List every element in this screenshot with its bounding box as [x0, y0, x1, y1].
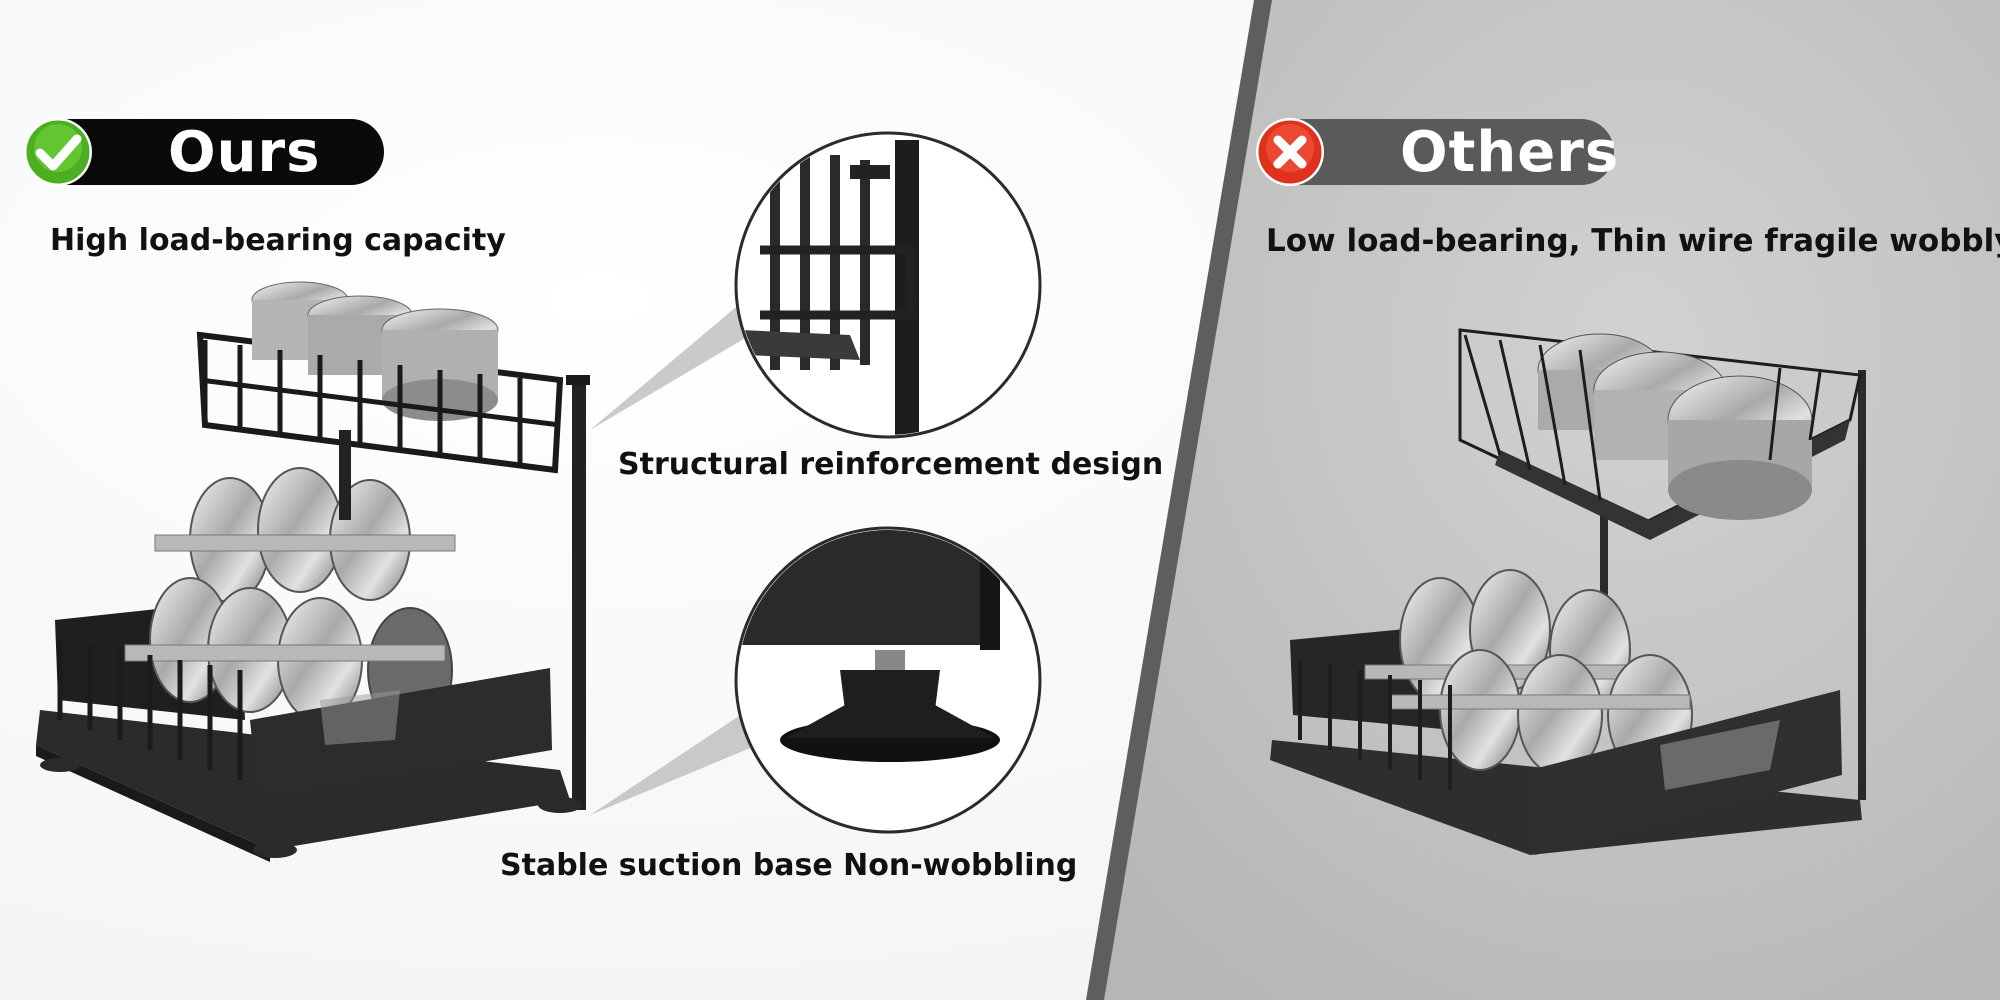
suction-caption: Stable suction base Non-wobbling: [500, 848, 1078, 883]
others-badge: Others: [1256, 118, 1618, 186]
suction-zoom: [734, 526, 1042, 834]
others-caption: Low load-bearing, Thin wire fragile wobb…: [1266, 223, 2000, 259]
ours-badge: Ours: [24, 118, 384, 186]
others-top-plates: [1537, 333, 1813, 520]
ours-label: Ours: [168, 119, 321, 185]
others-dumbbells: [1364, 569, 1693, 776]
ours-caption: High load-bearing capacity: [50, 223, 506, 258]
reinforcement-caption: Structural reinforcement design: [618, 447, 1164, 482]
divider: [1086, 0, 1272, 1000]
reinforcement-zoom: [734, 131, 1042, 439]
others-label: Others: [1400, 119, 1620, 185]
cross-icon: [1256, 118, 1324, 186]
check-icon: [24, 118, 92, 186]
